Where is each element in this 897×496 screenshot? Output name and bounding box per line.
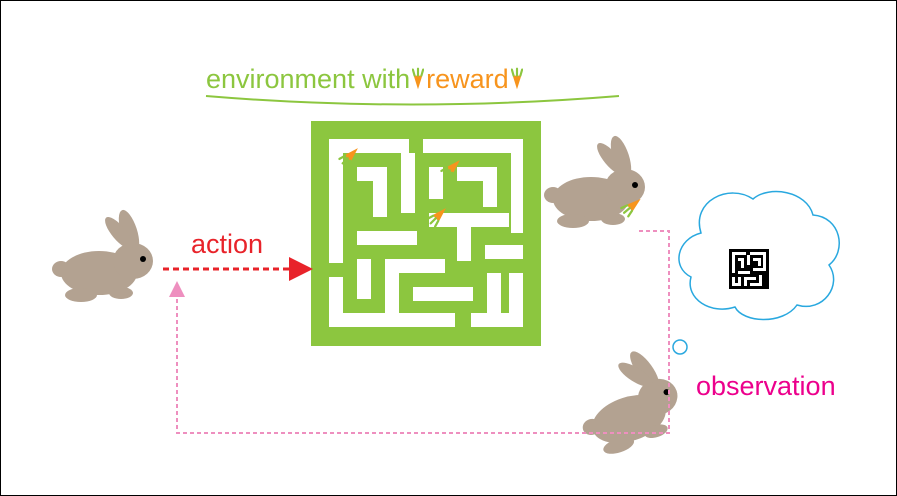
carrot-icon — [510, 67, 523, 90]
rabbit-icon — [564, 340, 690, 462]
title-reward-text: reward — [426, 63, 509, 94]
rabbit-icon — [52, 207, 153, 302]
observation-label: observation — [696, 371, 836, 401]
diagram-title: environment with reward — [206, 59, 525, 99]
maze-icon — [311, 121, 541, 346]
thought-bubble-icon — [672, 190, 840, 355]
carrot-icon — [412, 67, 425, 90]
title-brace — [205, 95, 620, 106]
observation-loop-arrow — [169, 230, 670, 434]
mini-maze-icon — [729, 249, 769, 289]
rabbit-icon — [544, 133, 646, 228]
title-environment-text: environment with — [206, 63, 411, 94]
action-label: action — [191, 229, 264, 259]
